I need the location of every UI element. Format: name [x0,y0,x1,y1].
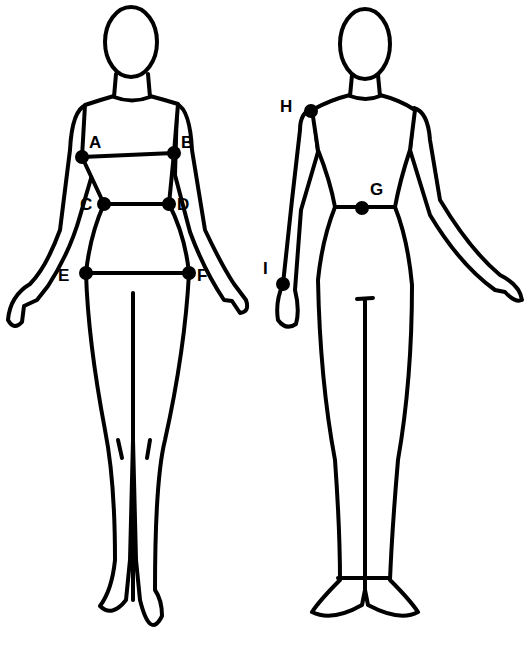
bust-measure-line [82,153,174,157]
measure-dot [77,152,87,162]
measure-point-label: I [263,260,268,277]
measure-dot [164,199,174,209]
measure-point-label: A [89,134,101,151]
waist-measure-line [104,202,169,206]
back-left-arm [277,108,318,327]
measure-dot [306,106,316,116]
front-head [105,7,157,77]
measure-dot [278,279,288,289]
front-left-arm [8,105,92,326]
measure-dot [99,199,109,209]
measure-point-label: C [80,196,92,213]
measure-point-label: E [58,267,69,284]
front-leg-divide [131,293,135,600]
measure-dot [81,268,91,278]
front-knee-marks [118,440,150,458]
measure-point-label: D [177,196,189,213]
back-body [312,95,418,616]
back-leg-divide [357,298,373,598]
measure-point-label: B [181,134,193,151]
front-body [82,96,189,625]
measure-point-label: F [197,267,207,284]
measure-point-label: G [370,181,383,198]
measure-dot [184,268,194,278]
back-right-arm [410,108,522,301]
measure-dot [169,148,179,158]
measure-point-label: H [280,98,292,115]
hip-measure-line [86,271,189,275]
back-head [340,9,390,79]
ankle-measure-line [338,576,390,580]
measure-dot [357,203,367,213]
